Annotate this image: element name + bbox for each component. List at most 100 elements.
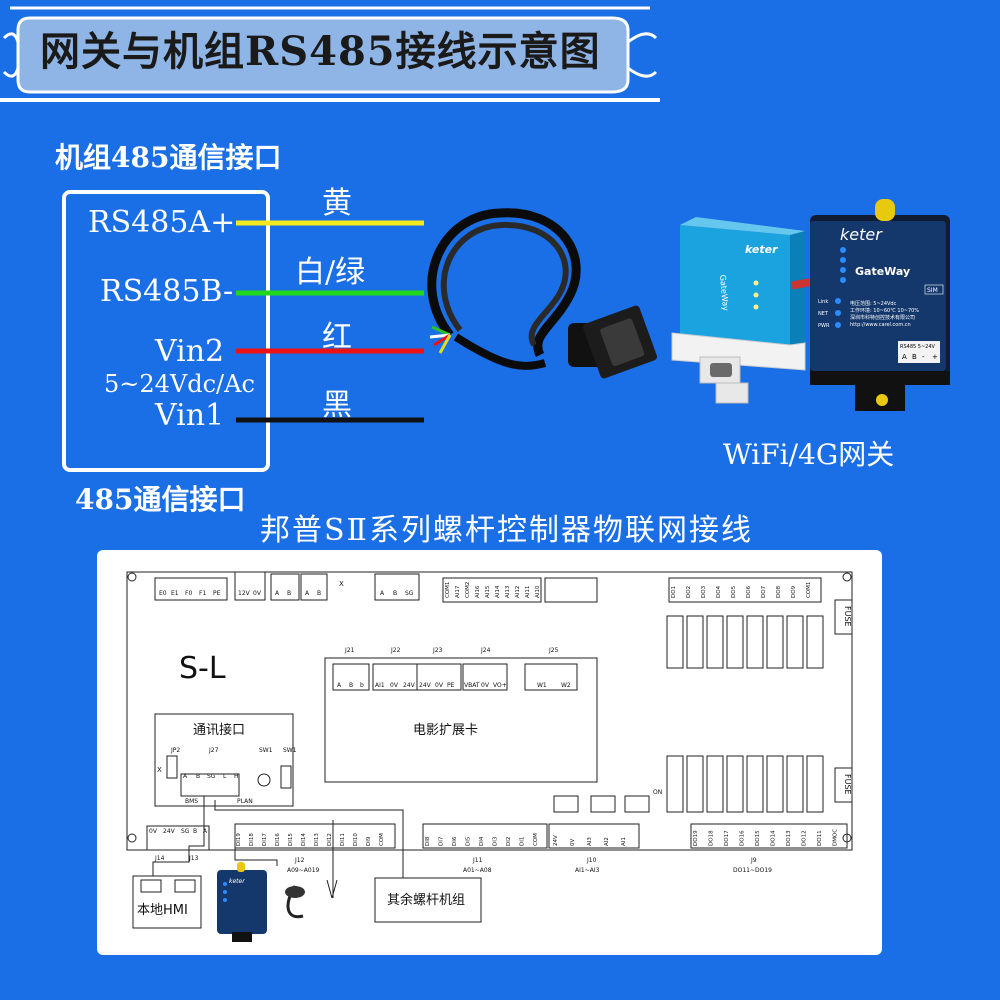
terminal-label: AI17: [455, 585, 461, 598]
svg-text:W2: W2: [561, 682, 571, 689]
terminal-label: DO9: [791, 585, 797, 598]
svg-text:BMS: BMS: [185, 798, 198, 805]
terminal-label: DO15: [755, 830, 761, 846]
svg-text:H: H: [234, 773, 239, 780]
svg-text:A: A: [305, 590, 310, 597]
terminal-label: DO19: [693, 830, 699, 846]
svg-text:GateWay: GateWay: [718, 274, 730, 311]
svg-text:A09~A019: A09~A019: [287, 867, 320, 874]
svg-text:L: L: [223, 773, 227, 780]
svg-text:keter: keter: [229, 878, 245, 885]
svg-text:A: A: [183, 773, 188, 780]
terminal-label: DO4: [716, 585, 722, 598]
terminal-label: DI15: [288, 833, 294, 846]
terminal-label: AI13: [505, 585, 511, 598]
terminal-label: DI6: [452, 836, 458, 846]
svg-text:VO+: VO+: [493, 682, 507, 689]
wire-color-whitegreen: 白/绿: [295, 255, 366, 290]
pin-label-vin2: Vin2: [155, 334, 225, 369]
terminal-label: DI9: [366, 836, 372, 846]
svg-text:J10: J10: [586, 857, 597, 864]
pin-label-vin1: Vin1: [155, 398, 225, 433]
svg-text:深圳市科特创控技术有限公司: 深圳市科特创控技术有限公司: [850, 314, 915, 321]
small-gateway-icon: keter: [217, 862, 267, 942]
svg-text:24V: 24V: [419, 682, 432, 689]
svg-text:b: b: [360, 682, 364, 689]
svg-text:J9: J9: [750, 857, 757, 864]
terminal-label: DI5: [466, 836, 472, 846]
svg-text:J22: J22: [390, 647, 401, 654]
svg-text:B: B: [287, 590, 291, 597]
svg-text:B: B: [317, 590, 321, 597]
svg-text:SIM: SIM: [927, 287, 938, 294]
svg-text:ON: ON: [653, 789, 662, 796]
terminal-label: DI19: [236, 833, 242, 846]
voltage-note: 5~24Vdc/Ac: [104, 370, 255, 398]
terminal-label: DO6: [746, 585, 752, 598]
terminal-label: DI2: [506, 837, 512, 846]
svg-text:DO11~DO19: DO11~DO19: [733, 867, 772, 874]
svg-text:J13: J13: [188, 855, 199, 862]
svg-text:SW1: SW1: [259, 747, 273, 754]
terminal-label: DO17: [724, 830, 730, 846]
svg-text:RS485 5~24V: RS485 5~24V: [900, 344, 936, 350]
terminal-label: DO7: [761, 585, 767, 598]
svg-text:B: B: [193, 828, 197, 835]
wire-color-yellow: 黄: [322, 186, 352, 221]
terminal-label: DI14: [301, 833, 307, 846]
svg-text:J12: J12: [294, 857, 305, 864]
svg-text:0V: 0V: [435, 682, 444, 689]
terminal-label: AI15: [485, 585, 491, 598]
svg-text:24V: 24V: [403, 682, 416, 689]
terminal-label: COM2: [465, 582, 471, 598]
svg-text:0V: 0V: [481, 682, 490, 689]
gateway-illustration: keter GateWay keter GateWay SIM Link NET…: [671, 199, 950, 411]
svg-text:keter: keter: [840, 225, 883, 244]
svg-text:A: A: [203, 828, 208, 835]
svg-text:PWR: PWR: [818, 323, 830, 329]
terminal-label: DI1: [520, 837, 526, 846]
svg-text:S-L: S-L: [179, 651, 226, 686]
terminal-label: AI1: [621, 837, 627, 846]
terminal-label: AI11: [525, 586, 531, 598]
svg-text:W1: W1: [537, 682, 547, 689]
terminal-label: DI7: [439, 836, 445, 846]
svg-text:电压范围: 5~24Vdc: 电压范围: 5~24Vdc: [850, 300, 897, 307]
terminal-label: COM: [533, 833, 539, 846]
svg-text:B: B: [912, 353, 917, 361]
terminal-label: AI12: [515, 586, 521, 598]
terminal-label: DO5: [731, 585, 737, 598]
terminal-label: AI14: [495, 585, 501, 598]
terminal-label: AI2: [604, 837, 610, 846]
terminal-label: AI3: [587, 837, 593, 846]
svg-text:E0: E0: [159, 590, 167, 597]
svg-text:通讯接口: 通讯接口: [193, 722, 245, 738]
gateway-device-right: keter GateWay SIM Link NET PWR 电压范围: 5~2…: [810, 199, 950, 411]
svg-text:24V: 24V: [163, 828, 176, 835]
svg-text:A: A: [275, 590, 280, 597]
svg-text:J21: J21: [344, 647, 355, 654]
terminal-label: DO2: [686, 586, 692, 598]
svg-text:-: -: [922, 353, 925, 361]
terminal-label: DO14: [771, 830, 777, 846]
terminal-label: DO13: [786, 830, 792, 846]
board-caption: 邦普SⅡ系列螺杆控制器物联网接线: [260, 513, 753, 548]
svg-text:SG: SG: [405, 590, 414, 597]
svg-text:A: A: [902, 353, 907, 361]
terminal-label: DO12: [802, 830, 808, 846]
svg-text:B: B: [196, 773, 200, 780]
terminal-label: DI16: [275, 833, 281, 846]
svg-text:PLAN: PLAN: [237, 798, 253, 805]
svg-text:J14: J14: [154, 855, 165, 862]
unit-terminal-box: [62, 190, 270, 472]
terminal-label: DI3: [493, 836, 499, 846]
svg-text:X: X: [339, 580, 344, 588]
svg-text:E1: E1: [171, 590, 179, 597]
svg-text:Link: Link: [818, 299, 828, 305]
unit-interface-footer: 485通信接口: [75, 483, 246, 516]
svg-text:SG: SG: [181, 828, 190, 835]
svg-text:A: A: [337, 682, 342, 689]
svg-text:AI1~AI3: AI1~AI3: [575, 867, 600, 874]
db9-connector-icon: [568, 305, 657, 379]
terminal-label: COM: [379, 833, 385, 846]
